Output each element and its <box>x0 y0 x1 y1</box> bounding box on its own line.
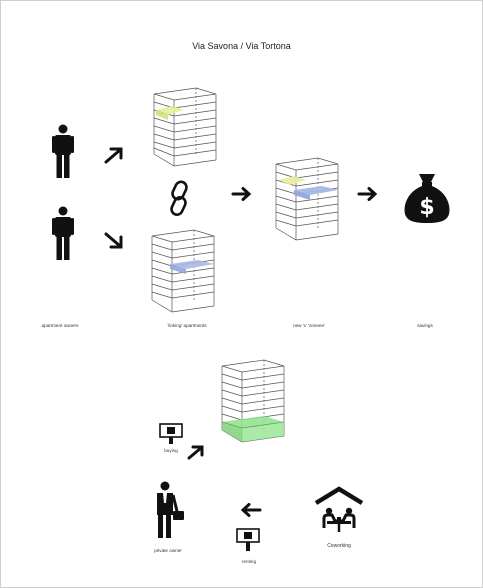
label-apartment-owners: apartment owners <box>41 323 79 328</box>
label-coworking: Coworking <box>327 543 351 549</box>
label-linking-apartments: 'linking' apartments <box>167 323 207 328</box>
label-private-owner: private owner <box>154 548 182 553</box>
diagram-title: Via Savona / Via Tortona <box>192 41 291 51</box>
building-wireframe-merged <box>275 157 339 241</box>
hand-sign-icon <box>236 528 260 551</box>
coworking-house-icon <box>314 486 364 532</box>
person-icon <box>52 206 74 260</box>
arrow-icon <box>240 503 262 517</box>
label-buying: buying <box>164 448 178 453</box>
building-wireframe-blue <box>151 229 215 313</box>
arrow-icon <box>357 187 378 201</box>
businessman-briefcase-icon <box>157 481 184 538</box>
svg-text:$: $ <box>419 195 434 220</box>
hand-sign-icon <box>159 423 183 444</box>
building-wireframe-yellow <box>153 87 217 167</box>
arrow-icon <box>104 232 123 249</box>
chain-link-icon <box>170 180 188 216</box>
building-wireframe-green <box>221 359 285 443</box>
arrow-icon <box>104 147 123 164</box>
person-icon <box>52 124 74 178</box>
label-renting: renting <box>241 559 257 564</box>
label-savings: savings <box>417 323 433 328</box>
arrow-icon <box>187 445 204 460</box>
money-bag-dollar-icon: $ <box>404 174 450 223</box>
label-new-unit: new 'x' 'zoneee' <box>293 323 325 328</box>
arrow-icon <box>231 187 252 201</box>
